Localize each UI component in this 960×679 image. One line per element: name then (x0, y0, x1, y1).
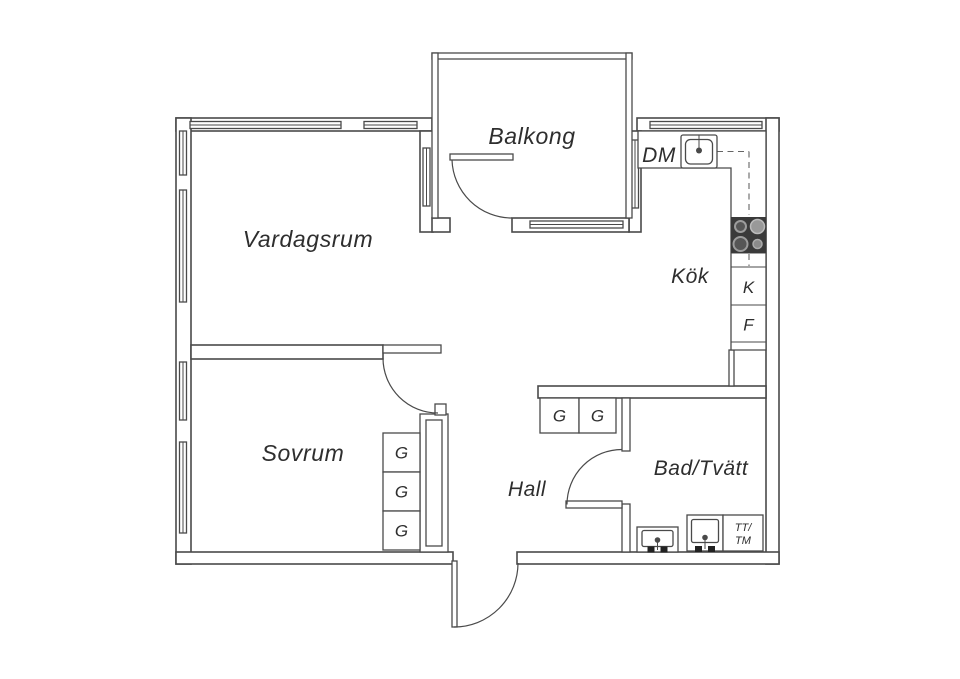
door-jamb (434, 403, 447, 416)
wardrobes: G G G G G (382, 397, 617, 551)
room-labels: Vardagsrum Balkong Kök Sovrum Hall Bad/T… (243, 123, 756, 501)
windows (178, 120, 763, 534)
toilet-valve-icon (654, 537, 661, 543)
interior-walls (190, 344, 767, 553)
balcony-rail-left (431, 52, 439, 219)
burner-icon (749, 218, 766, 235)
wardrobe-box (539, 397, 580, 434)
burner-icon (752, 238, 763, 250)
wardrobe-label: G (395, 483, 408, 502)
balcony-rail-top (431, 52, 633, 60)
toilet-hinge (647, 546, 655, 553)
kitchen-fittings (637, 130, 767, 351)
burner-icon (732, 236, 749, 252)
wall-bottom-left (175, 551, 454, 565)
shaft-inner (425, 419, 443, 547)
wall-hall-kitchen (537, 385, 767, 399)
basin-tap-icon (702, 534, 708, 541)
wardrobe-label: G (591, 407, 604, 426)
bath-door-swing (566, 448, 623, 505)
sink-tap-icon (696, 147, 702, 154)
room-label-bedroom: Sovrum (262, 440, 345, 466)
room-label-kitchen: Kök (671, 265, 710, 288)
wall-bath-west-upper (621, 397, 631, 452)
wardrobe-box (382, 510, 421, 551)
washer-dryer-box (722, 514, 764, 552)
kitchen-counter (637, 130, 767, 351)
basin-hinge (708, 546, 715, 552)
bedroom-door-swing (382, 357, 439, 414)
wall-living-bedroom (190, 344, 384, 360)
balcony-railing (431, 52, 633, 219)
wardrobe-label: G (395, 444, 408, 463)
appliance-label-dishwasher: DM (642, 144, 676, 167)
room-label-bath: Bad/Tvätt (654, 457, 749, 480)
wardrobe-box (382, 471, 421, 512)
wardrobe-label: G (553, 407, 566, 426)
bedroom-door-leaf (382, 344, 442, 354)
wall-balcony-recess-left (431, 217, 451, 233)
appliance-label-freezer: F (743, 316, 755, 335)
wall-right (765, 117, 780, 565)
balcony-rail-right (625, 52, 633, 219)
wall-bottom-right (516, 551, 780, 565)
basin-hinge (695, 546, 702, 552)
exterior-walls (175, 117, 780, 565)
entrance-door-leaf (451, 560, 458, 628)
balcony-door-leaf (449, 153, 514, 161)
washer-dryer-label-line2: TM (735, 535, 752, 547)
bathroom-fittings: TT/ TM (636, 514, 764, 553)
room-label-living: Vardagsrum (243, 226, 373, 252)
doors (382, 153, 623, 628)
burner-icon (734, 220, 747, 233)
toilet-hinge (660, 546, 668, 553)
room-label-balcony: Balkong (488, 123, 575, 149)
balcony-door-swing (451, 159, 513, 219)
washer-dryer-label-line1: TT/ (735, 522, 752, 534)
entrance-door-swing (453, 562, 519, 628)
appliance-label-fridge: K (743, 278, 755, 297)
wall-bath-west-lower (621, 503, 631, 553)
bath-door-leaf (565, 500, 623, 509)
wardrobe-box (578, 397, 617, 434)
wall-kitchen-stub (728, 349, 735, 387)
room-label-hall: Hall (508, 478, 547, 501)
wardrobe-label: G (395, 522, 408, 541)
